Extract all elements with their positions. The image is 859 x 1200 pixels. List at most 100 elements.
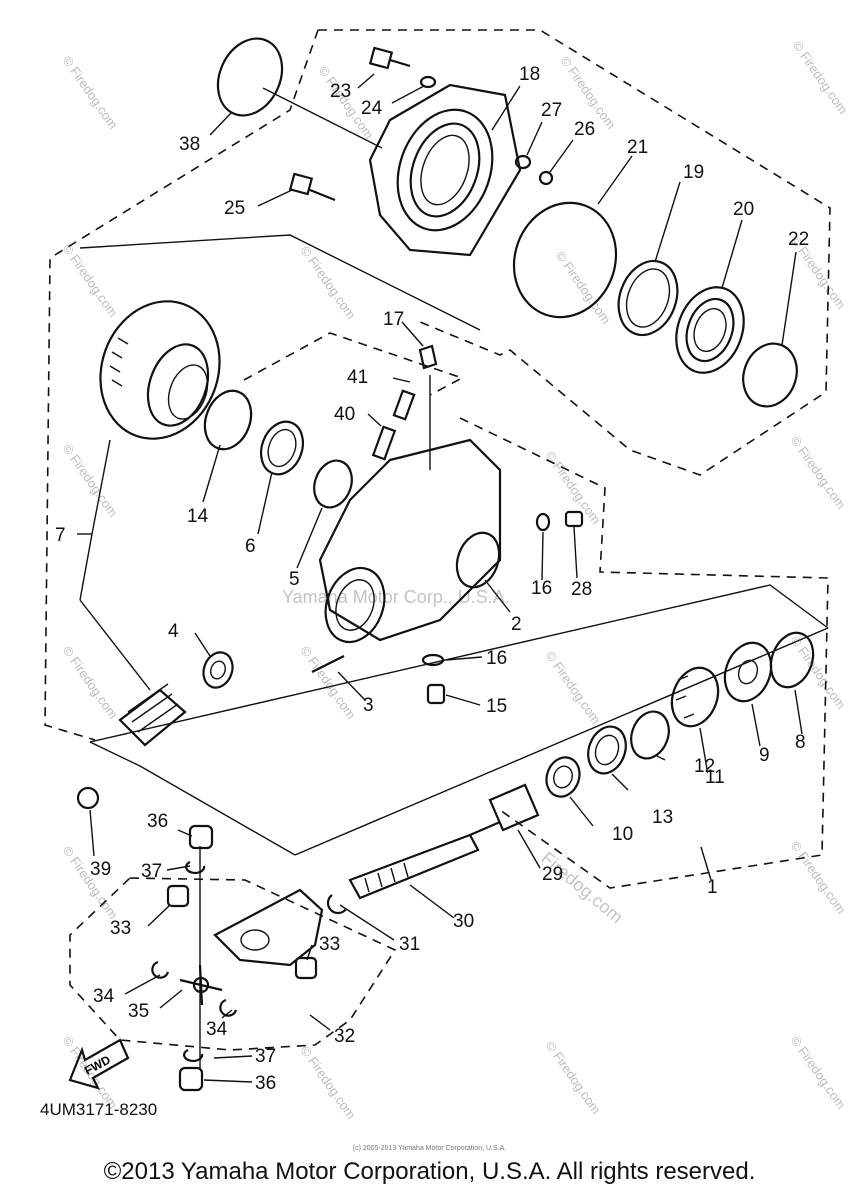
callout-37-top: 37 [141,861,162,882]
watermark-firedog: © Firedog.com [60,643,121,722]
copyright-footer: ©2013 Yamaha Motor Corporation, U.S.A. A… [103,1158,756,1185]
callout-38: 38 [179,134,200,155]
callout-32: 32 [334,1026,355,1047]
pin-41[interactable] [392,389,416,421]
watermark-firedog: © Firedog.com [298,1043,359,1122]
callout-21: 21 [627,137,648,158]
callout-36-top: 36 [147,811,168,832]
bearing-20[interactable] [665,278,755,383]
group-boundary-cover [318,29,831,476]
bolt-25[interactable] [288,172,336,202]
stud-3[interactable] [311,655,345,673]
washer-16-upper[interactable] [535,512,551,532]
diagram-reference-code: 4UM3171-8230 [40,1100,158,1119]
callout-10: 10 [612,824,633,845]
callout-6: 6 [245,536,256,557]
callout-24: 24 [361,98,383,119]
callout-29: 29 [542,864,563,885]
spider-35[interactable] [179,964,223,1006]
circlip-34-left[interactable] [151,960,170,979]
washer-16-lower[interactable] [421,653,445,667]
shim-22[interactable] [735,336,806,414]
callout-30: 30 [453,911,474,932]
group-outline-1 [79,234,829,856]
callout-5: 5 [289,569,300,590]
callout-37-bottom: 37 [255,1046,276,1067]
callout-25: 25 [224,198,245,219]
callout-36-bottom: 36 [255,1073,276,1094]
group-boundary-pins [243,332,465,396]
bearing-cup-33-left[interactable] [166,884,190,908]
circlip-37-bottom[interactable] [183,1049,204,1062]
yoke-32[interactable] [213,888,324,967]
bearing-cup-33-right[interactable] [294,956,318,980]
bearing-36-top[interactable] [188,824,214,850]
callout-33-right: 33 [319,934,340,955]
callout-33-left: 33 [110,918,131,939]
bearing-36-bottom[interactable] [178,1066,204,1092]
callout-7: 7 [55,525,66,546]
group-boundary-yoke [69,877,397,1051]
callout-34-right: 34 [206,1019,228,1040]
watermark-firedog: © Firedog.com [788,1033,849,1112]
ring-nut-11[interactable] [664,661,726,732]
bearing-4[interactable] [199,648,238,691]
gear-housing-2[interactable] [316,438,507,650]
plug-28[interactable] [564,510,584,528]
callout-27: 27 [541,100,562,121]
circlip-34-right[interactable] [219,998,238,1017]
callout-8: 8 [795,732,806,753]
callout-26: 26 [574,119,595,140]
washer-27[interactable] [514,154,532,170]
nut-39[interactable] [76,786,100,810]
watermark-firedog: © Firedog.com [543,448,604,527]
callout-4: 4 [168,621,179,642]
watermark-firedog: © Firedog.com [788,838,849,917]
pin-40[interactable] [371,425,397,461]
group-boundary-housing-right [459,417,829,889]
needle-bearing-6[interactable] [254,416,310,480]
callout-15: 15 [486,696,507,717]
callout-9: 9 [759,745,770,766]
oil-seal-5[interactable] [308,455,358,512]
callout-18: 18 [519,64,540,85]
watermark-firedog: © Firedog.com [60,441,121,520]
callout-41: 41 [347,367,368,388]
collar-10[interactable] [541,753,585,802]
bolt-23[interactable] [368,46,411,70]
bearing-9[interactable] [717,636,779,707]
pinion-gear[interactable] [118,683,187,747]
plug-15[interactable] [426,683,446,705]
callout-20: 20 [733,199,754,220]
watermark-firedog: © Firedog.com [788,433,849,512]
watermark-firedog: © Firedog.com [60,241,121,320]
callout-34-left: 34 [93,986,115,1007]
circlip-37-top[interactable] [185,861,206,874]
thrust-washer-14[interactable] [197,384,259,455]
oil-seal-19[interactable] [609,253,688,344]
circlip-31[interactable] [326,894,347,915]
drive-shaft-30[interactable] [348,820,501,900]
oring-12[interactable] [625,706,675,763]
callout-39: 39 [90,859,111,880]
leader-lines [77,73,803,1083]
oring-21[interactable] [498,188,632,331]
breather-17[interactable] [418,344,438,370]
callout-12: 12 [694,756,715,777]
callout-2: 2 [511,614,522,635]
callout-17: 17 [383,309,404,330]
oring-38[interactable] [206,28,294,126]
circlip-8[interactable] [764,627,821,693]
ring-gear-7[interactable] [82,284,239,455]
cover-plate-18[interactable] [368,83,522,257]
watermark-firedog: © Firedog.com [543,648,604,727]
washer-24[interactable] [419,75,437,89]
callout-16-lower: 16 [486,648,507,669]
watermark-yamaha: Yamaha Motor Corp., U.S.A. [282,587,510,607]
callout-1: 1 [707,877,718,898]
bearing-29[interactable] [488,783,540,832]
oil-seal-13[interactable] [582,721,632,778]
bolt-26[interactable] [538,170,554,186]
watermark-firedog: © Firedog.com [543,1038,604,1117]
